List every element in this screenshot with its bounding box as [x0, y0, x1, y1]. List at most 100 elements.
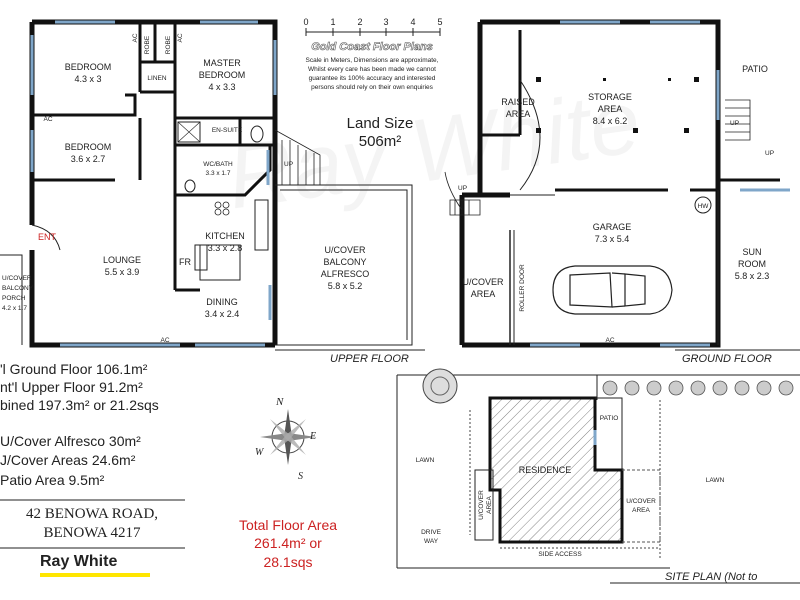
upper-floor-title: UPPER FLOOR — [330, 353, 409, 365]
watermark-text: Ray White — [221, 72, 646, 229]
storage-label-1: STORAGE — [588, 92, 632, 102]
ac-label-1: AC — [132, 33, 139, 42]
garage-dims: 7.3 x 5.4 — [595, 234, 630, 244]
total-label: Total Floor Area — [239, 517, 337, 533]
compass-rose-icon: N E S W — [255, 396, 316, 482]
sunroom-label-1: SUN — [742, 247, 761, 257]
wc-bath-label: WC/BATH — [203, 161, 233, 168]
bedroom-label: BEDROOM — [65, 62, 112, 72]
area-combined: bined 197.3m² or 21.2sqs — [0, 397, 159, 413]
scale-tick-5: 5 — [437, 17, 442, 27]
hot-water-label: HW — [698, 203, 710, 210]
driveway-label-2: WAY — [424, 538, 439, 545]
ground-floor: RAISED AREA STORAGE AREA 8.4 x 6.2 PATIO… — [444, 19, 790, 365]
ray-white-logo: Ray White — [40, 553, 150, 577]
ground-up-label-2: UP — [730, 120, 739, 127]
porch-dims: 4.2 x 1.7 — [2, 305, 27, 312]
site-ucover-1-l1: U/COVER — [478, 490, 485, 520]
tree-icon — [422, 368, 458, 404]
bedroom2-label: BEDROOM — [65, 142, 112, 152]
ucover-area-label-2: AREA — [471, 289, 496, 299]
disclaimer-line-4: persons should rely on their own enquiri… — [311, 84, 434, 91]
sunroom-label-2: ROOM — [738, 259, 766, 269]
area-summary: 'l Ground Floor 106.1m² nt'l Upper Floor… — [0, 361, 185, 549]
total-value: 261.4m² or — [254, 535, 322, 551]
master-bedroom-label-2: BEDROOM — [199, 70, 246, 80]
bedroom-dims: 4.3 x 3 — [74, 74, 101, 84]
wc-bath-dims: 3.3 x 1.7 — [206, 170, 231, 177]
ground-up-label-1: UP — [458, 185, 467, 192]
porch-label-1: U/COVER — [2, 275, 32, 282]
compass-n: N — [275, 396, 284, 408]
fridge-label: FR — [179, 257, 191, 267]
kitchen-dims: 3.3 x 2.8 — [208, 243, 243, 253]
lounge-label: LOUNGE — [103, 255, 141, 265]
ac-label-2: AC — [177, 33, 184, 42]
scale-tick-0: 0 — [303, 17, 308, 27]
ground-up-label-3: UP — [765, 150, 774, 157]
compass-w: W — [255, 447, 265, 458]
patio-label: PATIO — [742, 64, 768, 74]
area-alfresco: U/Cover Alfresco 30m² — [0, 433, 141, 449]
ground-floor-title: GROUND FLOOR — [682, 353, 772, 365]
residence-label: RESIDENCE — [519, 465, 572, 475]
raised-area-label-1: RAISED — [501, 97, 535, 107]
garage-label: GARAGE — [593, 222, 632, 232]
scale-bar: 0 1 2 3 4 5 Gold Coast Floor Plans Scale… — [303, 17, 442, 91]
master-bedroom-dims: 4 x 3.3 — [208, 82, 235, 92]
brand-label: Gold Coast Floor Plans — [311, 41, 433, 53]
scale-tick-3: 3 — [383, 17, 388, 27]
site-patio-label: PATIO — [600, 415, 619, 422]
sunroom-dims: 5.8 x 2.3 — [735, 271, 770, 281]
ac-label-4: AC — [160, 337, 169, 344]
land-size-label: Land Size — [347, 115, 414, 132]
porch-label-2: BALCONY — [2, 285, 34, 292]
site-ucover-1-l2: AREA — [486, 495, 493, 513]
logo-text: Ray White — [40, 553, 117, 570]
site-plan: RESIDENCE LAWN LAWN PATIO DRIVE WAY U/CO… — [396, 368, 800, 584]
bedroom2-dims: 3.6 x 2.7 — [71, 154, 106, 164]
alfresco-dims: 5.8 x 5.2 — [328, 281, 363, 291]
raised-area-label-2: AREA — [506, 109, 531, 119]
side-access-label: SIDE ACCESS — [538, 551, 582, 558]
upper-floor: BEDROOM 4.3 x 3 MASTER BEDROOM 4 x 3.3 B… — [0, 19, 420, 365]
linen-label: LINEN — [147, 75, 166, 82]
dining-dims: 3.4 x 2.4 — [205, 309, 240, 319]
compass-e: E — [309, 431, 316, 442]
ensuite-label: EN-SUITE — [212, 127, 243, 134]
address-line-1: 42 BENOWA ROAD, — [26, 506, 158, 522]
roller-door-label: ROLLER DOOR — [519, 264, 526, 312]
dining-label: DINING — [206, 297, 238, 307]
alfresco-label-1: U/COVER — [324, 245, 366, 255]
area-upper: nt'l Upper Floor 91.2m² — [0, 379, 143, 395]
driveway-label-1: DRIVE — [421, 529, 442, 536]
up-label: UP — [284, 161, 293, 168]
address-line-2: BENOWA 4217 — [43, 525, 141, 541]
area-ucover: J/Cover Areas 24.6m² — [0, 452, 136, 468]
site-lawn-label-1: LAWN — [416, 457, 435, 464]
entry-label: ENT — [38, 232, 57, 242]
disclaimer-line-1: Scale in Meters, Dimensions are approxim… — [306, 57, 439, 64]
porch-label-3: PORCH — [2, 295, 26, 302]
site-ucover-2-l1: U/COVER — [626, 498, 656, 505]
land-size-value: 506m² — [359, 133, 402, 150]
total-squares: 28.1sqs — [263, 554, 312, 570]
ac-label-3: AC — [43, 116, 52, 123]
storage-label-2: AREA — [598, 104, 623, 114]
disclaimer-line-3: guarantee its 100% accuracy and interest… — [309, 75, 436, 82]
robe-label-1: ROBE — [144, 35, 151, 54]
alfresco-label-3: ALFRESCO — [321, 269, 370, 279]
scale-tick-1: 1 — [330, 17, 335, 27]
robe-label-2: ROBE — [165, 35, 172, 54]
area-patio: Patio Area 9.5m² — [0, 472, 105, 488]
ucover-area-label-1: U/COVER — [462, 277, 504, 287]
hedge-icons — [602, 380, 794, 396]
compass-s: S — [298, 471, 303, 482]
storage-dims: 8.4 x 6.2 — [593, 116, 628, 126]
alfresco-label-2: BALCONY — [323, 257, 366, 267]
scale-tick-4: 4 — [410, 17, 415, 27]
site-lawn-label-2: LAWN — [706, 477, 725, 484]
disclaimer-line-2: Whilst every care has been made we canno… — [308, 66, 436, 73]
lounge-dims: 5.5 x 3.9 — [105, 267, 140, 277]
scale-tick-2: 2 — [357, 17, 362, 27]
